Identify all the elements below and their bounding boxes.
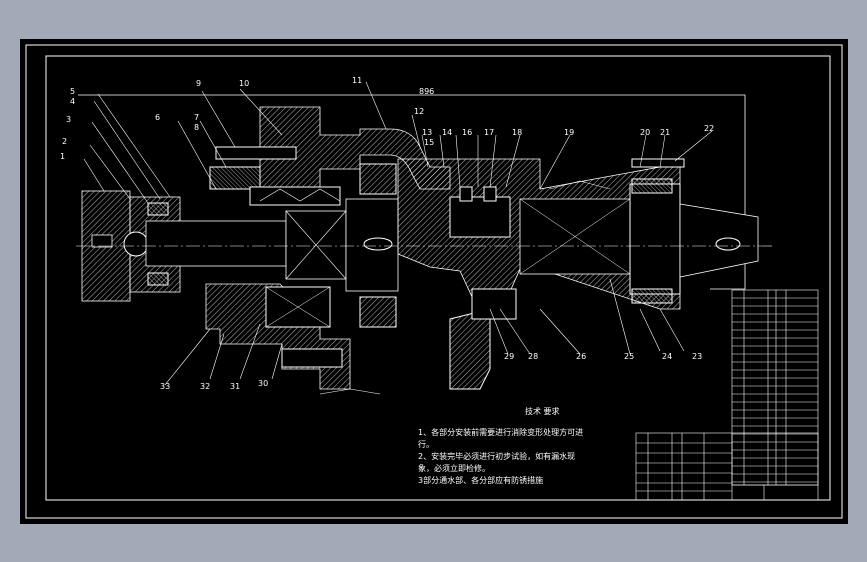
part-label-15: 15 <box>424 138 435 147</box>
part-label-13: 13 <box>422 128 433 137</box>
part-label-17: 17 <box>484 128 495 137</box>
assembly-drawing <box>25 44 843 519</box>
note-line: 象，必须立即检修。 <box>418 464 490 473</box>
part-label-19: 19 <box>564 128 575 137</box>
part-label-20: 20 <box>640 128 651 137</box>
envelope-outline <box>78 94 746 290</box>
part-label-16: 16 <box>462 128 473 137</box>
part-label-4: 4 <box>70 97 76 106</box>
inner-border <box>45 55 831 501</box>
central-body <box>397 158 685 315</box>
part-label-10: 10 <box>239 79 250 88</box>
outer-border <box>25 44 843 519</box>
title-block <box>635 432 819 501</box>
part-label-2: 2 <box>62 137 68 146</box>
part-label-21: 21 <box>660 128 671 137</box>
note-line: 2、安装完毕必须进行初步试验，如有漏水现 <box>418 452 576 461</box>
right-taper <box>679 203 759 278</box>
part-label-6: 6 <box>155 113 161 122</box>
part-label-31: 31 <box>230 382 241 391</box>
drawing-sheet: 896 1 2 3 4 5 6 7 8 9 10 11 12 13 14 15 … <box>20 39 848 524</box>
part-label-25: 25 <box>624 352 635 361</box>
note-line: 3部分通水部、各分部应有防锈措施 <box>418 476 544 485</box>
notes-list: 1、各部分安装前需要进行消除变形处理方可进 行。 2、安装完毕必须进行初步试验，… <box>418 427 583 487</box>
part-label-26: 26 <box>576 352 587 361</box>
note-line: 行。 <box>418 440 434 449</box>
part-label-24: 24 <box>662 352 673 361</box>
parts-list-table <box>731 289 819 486</box>
part-label-12: 12 <box>414 107 425 116</box>
part-label-30: 30 <box>258 379 269 388</box>
part-label-9: 9 <box>196 79 202 88</box>
part-label-29: 29 <box>504 352 515 361</box>
leader-lines <box>83 81 713 386</box>
lower-casting <box>205 283 517 395</box>
main-shaft <box>145 163 399 328</box>
part-label-33: 33 <box>160 382 171 391</box>
part-label-1: 1 <box>60 152 66 161</box>
part-label-22: 22 <box>704 124 715 133</box>
upper-housing <box>209 106 451 206</box>
part-label-7: 7 <box>194 113 200 122</box>
part-label-32: 32 <box>200 382 211 391</box>
dimension-label: 896 <box>419 87 435 96</box>
part-label-11: 11 <box>352 76 363 85</box>
part-label-3: 3 <box>66 115 72 124</box>
part-label-8: 8 <box>194 123 200 132</box>
part-label-18: 18 <box>512 128 523 137</box>
notes-title: 技术 要求 <box>525 407 560 416</box>
part-label-28: 28 <box>528 352 539 361</box>
part-label-14: 14 <box>442 128 453 137</box>
part-label-5: 5 <box>70 87 76 96</box>
note-line: 1、各部分安装前需要进行消除变形处理方可进 <box>418 428 584 437</box>
part-label-23: 23 <box>692 352 703 361</box>
